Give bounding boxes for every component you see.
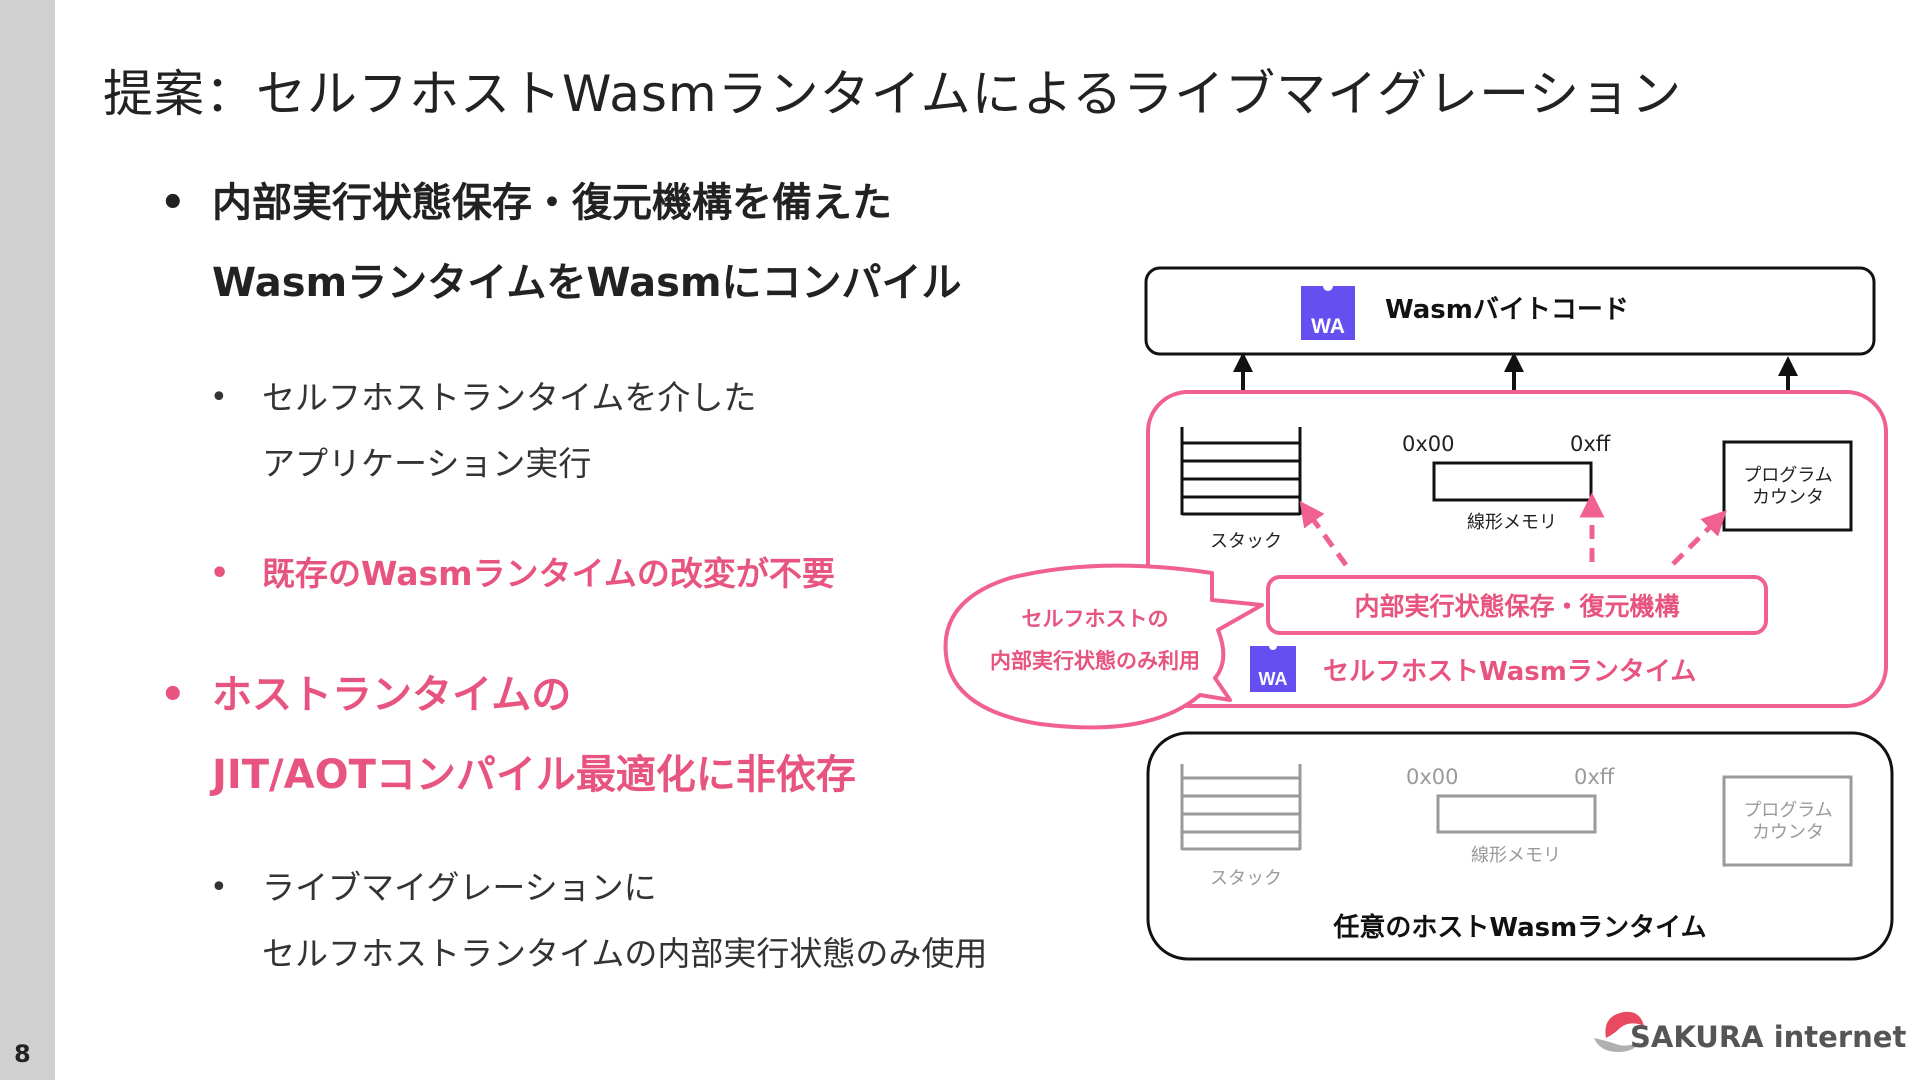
memory-addr-start: 0x00	[1402, 432, 1455, 456]
speech-bubble	[943, 563, 1264, 730]
memory-label: 線形メモリ	[1467, 512, 1557, 533]
bullet-sub-1a-line2: アプリケーション実行	[262, 444, 592, 483]
mechanism-to-stack-arrow	[1299, 500, 1349, 567]
stack-shape	[1180, 427, 1302, 516]
host-runtime-label: 任意のホストWasmランタイム	[1332, 912, 1706, 943]
bullet-dot: •	[160, 180, 186, 226]
host-pc-label-line1: プログラム	[1743, 800, 1832, 821]
host-runtime-box	[1146, 731, 1894, 961]
program-counter-box	[1722, 440, 1853, 532]
bullet-main-1: • 内部実行状態保存・復元機構を備えた WasmランタイムをWasmにコンパイル	[160, 163, 962, 323]
bullet-sub-1b: • 既存のWasmランタイムの改変が不要	[210, 541, 835, 607]
host-program-counter-box	[1722, 775, 1853, 867]
bullet-sub-1a-line1: セルフホストランタイムを介した	[262, 378, 757, 417]
mechanism-box	[1266, 575, 1768, 635]
pc-label-line1: プログラム	[1743, 465, 1832, 486]
host-memory-addr-start: 0x00	[1406, 765, 1459, 789]
bullet-main-1-line1: 内部実行状態保存・復元機構を備えた	[212, 180, 892, 226]
sidebar-bar	[0, 0, 55, 1080]
page-number: 8	[14, 1040, 31, 1068]
logo-text: SAKURA internet	[1630, 1020, 1907, 1054]
bullet-main-2-line2: JIT/AOTコンパイル最適化に非依存	[212, 752, 856, 798]
wa-logo-icon: WA	[1250, 642, 1296, 692]
self-hosted-runtime-label: セルフホストWasmランタイム	[1323, 657, 1696, 687]
host-stack-shape	[1180, 764, 1302, 851]
sakura-internet-logo: SAKURA internet	[1590, 998, 1906, 1062]
bubble-line1: セルフホストの	[1022, 607, 1169, 631]
bullet-dot: •	[210, 870, 228, 905]
host-pc-label-line2: カウンタ	[1752, 822, 1824, 843]
bullet-dot: •	[210, 556, 230, 591]
stack-label: スタック	[1210, 531, 1282, 552]
slide-title: 提案：セルフホストWasmランタイムによるライブマイグレーション	[103, 65, 1683, 123]
linear-memory-box	[1432, 461, 1593, 502]
wa-logo-icon: WA	[1301, 281, 1355, 340]
bullet-sub-1a: • セルフホストランタイムを介した アプリケーション実行	[210, 365, 756, 497]
sakura-logo-icon	[1594, 1011, 1644, 1052]
host-linear-memory-box	[1436, 794, 1597, 834]
host-stack-label: スタック	[1210, 868, 1282, 889]
mechanism-to-pc-arrow	[1671, 510, 1727, 566]
bullet-main-2: • ホストランタイムの JIT/AOTコンパイル最適化に非依存	[160, 655, 856, 815]
bullet-dot: •	[160, 672, 186, 718]
bullet-sub-2a-line1: ライブマイグレーションに	[262, 868, 657, 907]
mechanism-label: 内部実行状態保存・復元機構	[1354, 592, 1679, 621]
bullet-main-2-line1: ホストランタイムの	[212, 672, 572, 718]
memory-addr-end: 0xff	[1570, 432, 1611, 456]
bullet-sub-2a-line2: セルフホストランタイムの内部実行状態のみ使用	[262, 934, 988, 973]
host-memory-label: 線形メモリ	[1471, 845, 1561, 866]
wa-logo-text: WA	[1259, 669, 1288, 689]
pc-label-line2: カウンタ	[1752, 487, 1824, 508]
bullet-main-1-line2: WasmランタイムをWasmにコンパイル	[212, 260, 962, 306]
bullet-sub-1b-line1: 既存のWasmランタイムの改変が不要	[262, 554, 835, 593]
bullet-sub-2a: • ライブマイグレーションに セルフホストランタイムの内部実行状態のみ使用	[210, 855, 987, 987]
wa-logo-text: WA	[1311, 315, 1345, 338]
bullet-dot: •	[210, 380, 228, 415]
host-memory-addr-end: 0xff	[1574, 765, 1615, 789]
bubble-line2: 内部実行状態のみ利用	[990, 649, 1200, 673]
bytecode-label: Wasmバイトコード	[1385, 295, 1629, 325]
